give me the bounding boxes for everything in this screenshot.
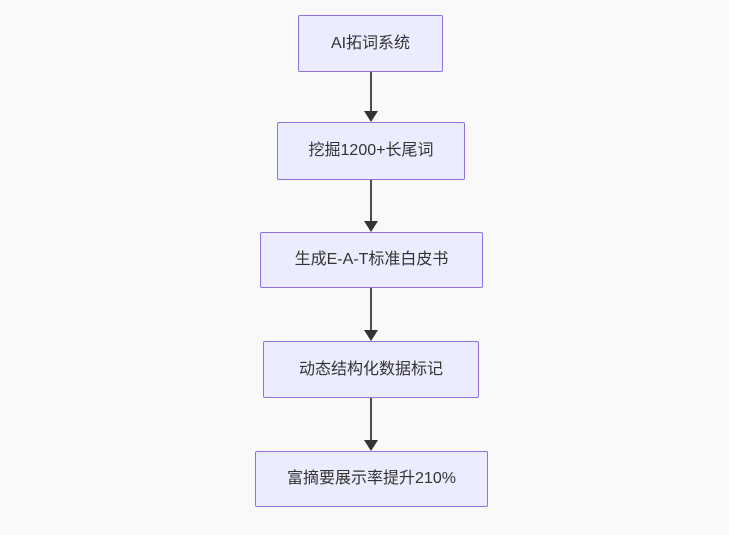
node-eat-standard-whitepaper: 生成E-A-T标准白皮书 bbox=[260, 232, 483, 288]
node-dynamic-structured-data-markup: 动态结构化数据标记 bbox=[263, 341, 479, 398]
arrowhead-down-icon bbox=[364, 330, 378, 341]
arrow-shaft bbox=[370, 288, 372, 330]
node-ai-word-expansion-system: AI拓词系统 bbox=[298, 15, 443, 72]
arrow-b-to-c bbox=[364, 180, 378, 232]
arrow-a-to-b bbox=[364, 72, 378, 122]
arrow-shaft bbox=[370, 398, 372, 440]
arrowhead-down-icon bbox=[364, 440, 378, 451]
node-rich-snippet-rate-increase: 富摘要展示率提升210% bbox=[255, 451, 488, 507]
arrowhead-down-icon bbox=[364, 221, 378, 232]
arrow-d-to-e bbox=[364, 398, 378, 451]
arrow-shaft bbox=[370, 180, 372, 221]
node-longtail-keyword-mining: 挖掘1200+长尾词 bbox=[277, 122, 465, 180]
arrow-c-to-d bbox=[364, 288, 378, 341]
arrowhead-down-icon bbox=[364, 111, 378, 122]
arrow-shaft bbox=[370, 72, 372, 111]
